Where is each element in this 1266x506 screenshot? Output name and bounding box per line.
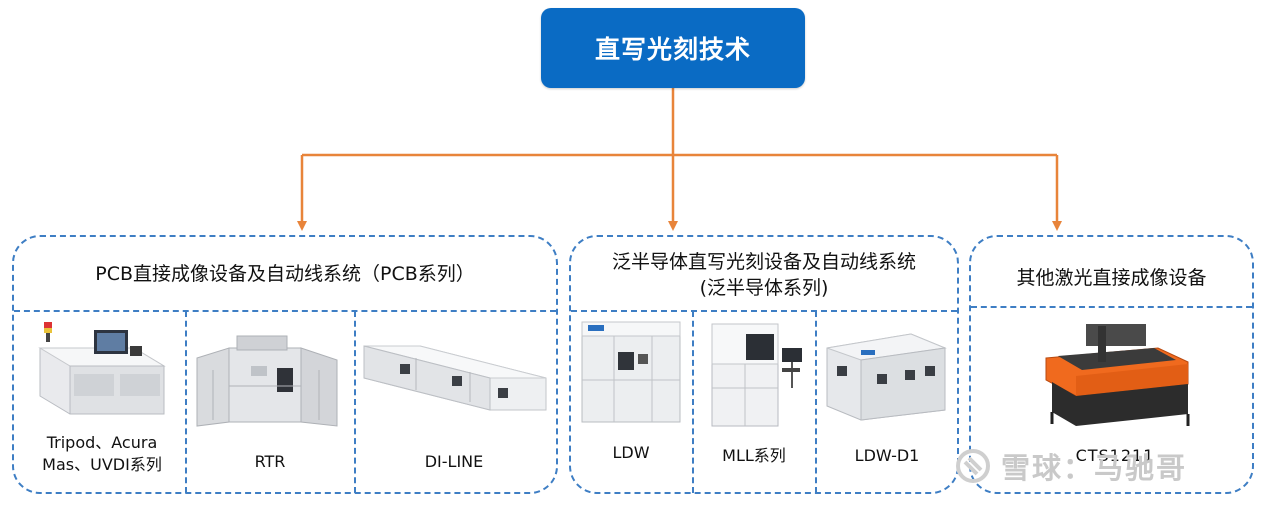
roll-to-roll-machine-icon	[196, 335, 338, 427]
semi-cell-divider-2	[815, 311, 817, 493]
group-semiconductor-title-line2: (泛半导体系列)	[699, 277, 829, 299]
group-semiconductor-title: 泛半导体直写光刻设备及自动线系统 (泛半导体系列)	[571, 249, 957, 301]
pcb-product-2-label: RTR	[254, 452, 286, 471]
group-pcb-divider	[14, 310, 556, 312]
pcb-product-1-label: Tripod、Acura Mas、UVDI系列	[22, 432, 182, 476]
group-semiconductor: 泛半导体直写光刻设备及自动线系统 (泛半导体系列)	[569, 235, 959, 494]
semi-cell-divider-1	[692, 311, 694, 493]
group-other-divider	[971, 306, 1252, 308]
group-semiconductor-title-line1: 泛半导体直写光刻设备及自动线系统	[611, 251, 916, 273]
root-node-label: 直写光刻技术	[594, 35, 751, 64]
pcb-exposure-machine-icon	[38, 322, 166, 415]
laser-engraver-machine-icon	[1045, 324, 1190, 426]
snowball-logo-icon	[956, 449, 990, 483]
pcb-product-3-label: DI-LINE	[424, 452, 484, 471]
group-other-title: 其他激光直接成像设备	[1016, 267, 1207, 289]
ldw-cabinet-machine-icon	[581, 321, 681, 423]
ldw-d1-machine-icon	[826, 333, 947, 421]
group-semiconductor-divider	[571, 310, 957, 312]
pcb-cell-divider-1	[185, 311, 187, 493]
pcb-cell-divider-2	[354, 311, 356, 493]
watermark-text: 雪球：马驰哥	[1001, 451, 1188, 485]
pcb-product-1-label-line2: Mas、UVDI系列	[42, 455, 162, 474]
mll-machine-icon	[711, 323, 802, 427]
root-node: 直写光刻技术	[541, 8, 805, 88]
pcb-product-1-label-line1: Tripod、Acura	[46, 433, 158, 452]
semi-product-3-label: LDW-D1	[854, 446, 920, 465]
semi-product-1-label: LDW	[612, 443, 650, 462]
group-pcb: PCB直接成像设备及自动线系统（PCB系列）	[12, 235, 558, 494]
group-pcb-title: PCB直接成像设备及自动线系统（PCB系列）	[95, 263, 475, 285]
watermark: 雪球：马驰哥	[955, 448, 1188, 485]
group-other: 其他激光直接成像设备	[969, 235, 1254, 494]
semi-product-2-label: MLL系列	[722, 446, 786, 465]
di-production-line-icon	[363, 345, 547, 411]
other-product-1-label: CTS1211	[1075, 446, 1155, 465]
